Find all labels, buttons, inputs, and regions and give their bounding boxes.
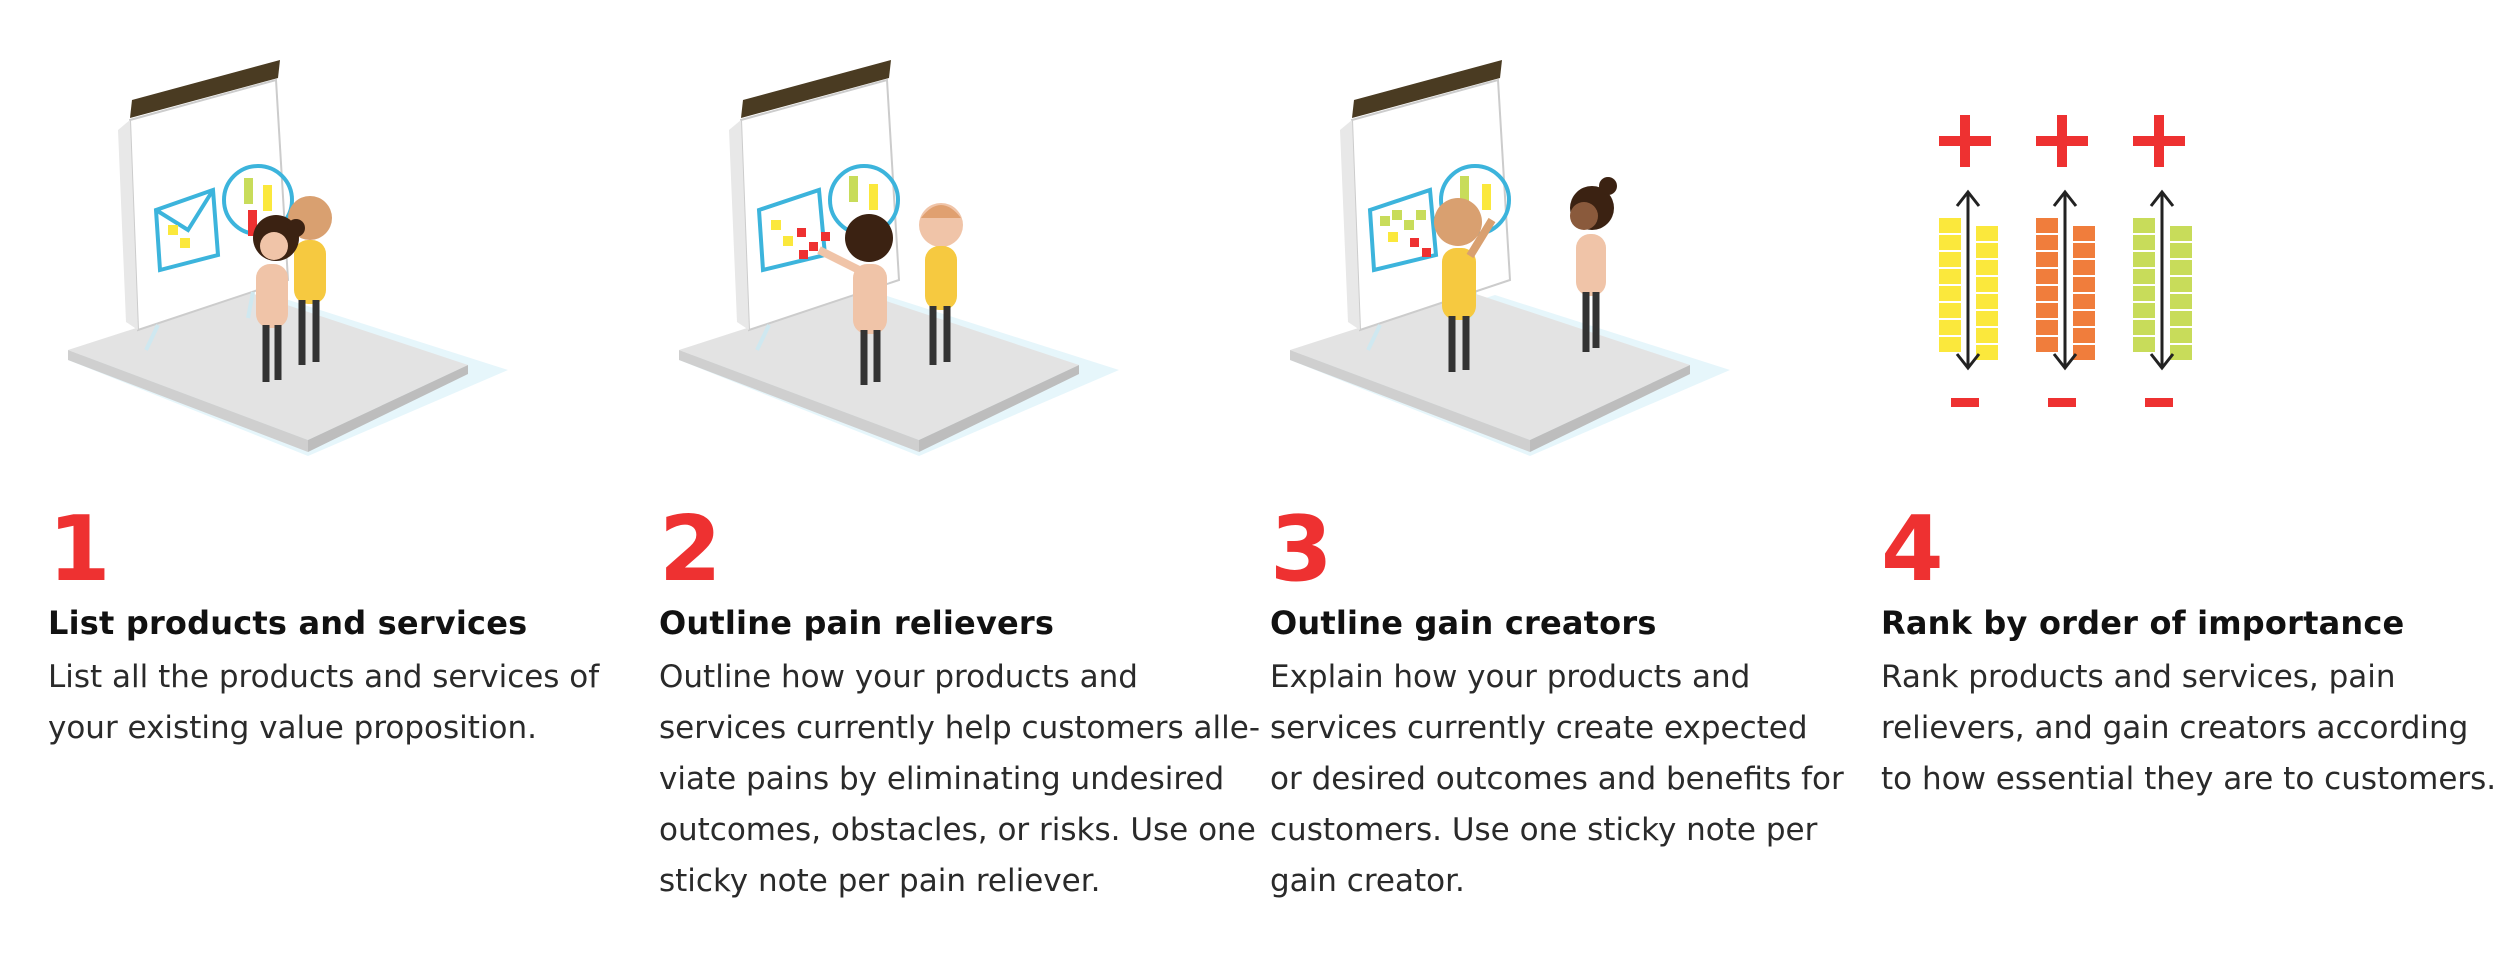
step-number: 1 xyxy=(48,497,111,602)
description-line: gain creator. xyxy=(1270,863,1465,899)
description-line: customers. Use one sticky note per xyxy=(1270,812,1818,848)
step-title: List products and services xyxy=(48,604,528,642)
description-line: services currently create expected xyxy=(1270,710,1808,746)
step-description: List all the products and services of yo… xyxy=(48,652,638,754)
step-4: 4 Rank by order of importance Rank produ… xyxy=(1881,0,2497,974)
step-title: Outline pain relievers xyxy=(659,604,1055,642)
description-line: or desired outcomes and benefits for xyxy=(1270,761,1844,797)
ranking-columns-icon xyxy=(1939,115,2192,407)
whiteboard-red-stickies-icon xyxy=(679,60,1119,456)
step-2: 2 Outline pain relievers Outline how you… xyxy=(659,0,1261,974)
step-number: 4 xyxy=(1881,497,1944,602)
whiteboard-two-people-icon xyxy=(68,60,508,456)
description-line: your existing value proposition. xyxy=(48,710,538,746)
step-description: Explain how your products and services c… xyxy=(1270,652,1860,907)
description-line: services currently help customers alle- xyxy=(659,710,1261,746)
step-title: Rank by order of importance xyxy=(1881,604,2405,642)
step-number: 2 xyxy=(659,497,722,602)
step-title: Outline gain creators xyxy=(1270,604,1657,642)
step-3: 3 Outline gain creators Explain how your… xyxy=(1270,0,1860,974)
description-line: List all the products and services of xyxy=(48,659,600,695)
description-line: Outline how your products and xyxy=(659,659,1138,695)
whiteboard-green-stickies-icon xyxy=(1290,60,1730,456)
description-line: to how essential they are to customers. xyxy=(1881,761,2497,797)
description-line: Rank products and services, pain xyxy=(1881,659,2396,695)
step-number: 3 xyxy=(1270,497,1333,602)
step-1: 1 List products and services List all th… xyxy=(48,0,638,974)
description-line: outcomes, obstacles, or risks. Use one xyxy=(659,812,1256,848)
step-description: Rank products and services, pain relieve… xyxy=(1881,652,2497,805)
description-line: sticky note per pain reliever. xyxy=(659,863,1101,899)
step-description: Outline how your products and services c… xyxy=(659,652,1261,907)
description-line: Explain how your products and xyxy=(1270,659,1751,695)
description-line: relievers, and gain creators according xyxy=(1881,710,2469,746)
description-line: viate pains by eliminating undesired xyxy=(659,761,1225,797)
